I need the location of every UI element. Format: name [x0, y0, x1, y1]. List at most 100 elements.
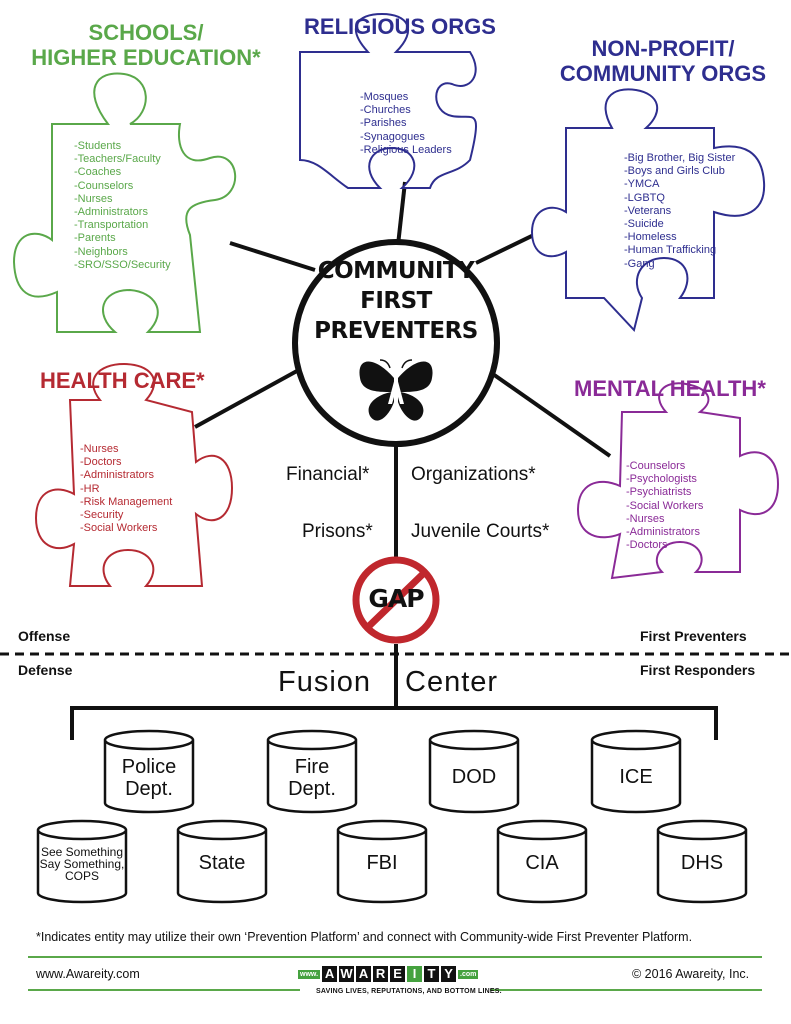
puzzle-piece-schools — [12, 72, 237, 333]
database-label-dod: DOD — [451, 766, 497, 788]
list-item: -Boys and Girls Club — [624, 165, 725, 178]
category-juvenile-courts: Juvenile Courts* — [411, 521, 550, 542]
list-item: -Administrators — [626, 526, 700, 539]
awareity-logo: www. A W A R E I T Y .com — [298, 966, 479, 982]
list-item: -Homeless — [624, 231, 677, 244]
database-label-police: Police Dept. — [105, 756, 193, 800]
center-title-line2: FIRST — [360, 288, 432, 314]
list-item: -LGBTQ — [624, 191, 665, 204]
list-item: -Synagogues — [360, 130, 425, 143]
connector-healthcare — [194, 364, 307, 429]
database-label-line: Police — [121, 756, 177, 778]
nonprofit-title-line2: COMMUNITY ORGS — [559, 61, 767, 86]
gap-no-symbol-icon — [352, 556, 440, 644]
mentalhealth-list: -Counselors -Psychologists -Psychiatrist… — [626, 460, 703, 552]
list-item: -Administrators — [74, 206, 148, 219]
database-icon-cia — [496, 819, 588, 904]
list-item: -Nurses — [626, 512, 665, 525]
gap-label: GAP — [368, 584, 424, 613]
mentalhealth-title: MENTAL HEALTH* — [574, 376, 766, 401]
list-item: -Nurses — [80, 443, 119, 455]
puzzle-piece-religious — [299, 12, 478, 189]
database-label-see-something: See Something Say Something, COPS — [38, 846, 126, 882]
database-icon-fire — [266, 729, 358, 814]
database-icon-state — [176, 819, 268, 904]
database-label-line: Fire — [294, 756, 330, 778]
list-item: -Psychologists — [626, 473, 697, 486]
list-item: -Churches — [360, 104, 411, 117]
puzzle-piece-mentalhealth — [576, 382, 780, 580]
healthcare-list: -Nurses -Doctors -Administrators -HR -Ri… — [80, 443, 172, 535]
list-item: -Nurses — [74, 192, 113, 205]
list-item: -Parents — [74, 232, 116, 245]
footer-website-link[interactable]: www.Awareity.com — [36, 967, 140, 981]
list-item: -Doctors — [626, 539, 668, 552]
list-item: -Suicide — [624, 218, 664, 231]
database-label-line: Say Something, — [39, 857, 125, 871]
butterfly-logo-icon — [359, 359, 433, 421]
list-item: -Security — [80, 509, 124, 522]
connector-religious — [396, 181, 407, 246]
healthcare-title: HEALTH CARE* — [40, 368, 205, 393]
category-financial: Financial* — [286, 464, 370, 485]
list-item: -Counselors — [74, 179, 134, 192]
database-label-ice: ICE — [619, 766, 653, 788]
schools-title: SCHOOLS/ HIGHER EDUCATION* — [20, 20, 272, 70]
list-item: -Administrators — [80, 469, 154, 482]
fusion-label-right: Center — [405, 666, 499, 698]
center-title: COMMUNITY FIRST PREVENTERS — [296, 256, 496, 346]
puzzle-piece-nonprofit — [530, 88, 766, 333]
database-icon-fbi — [336, 819, 428, 904]
nonprofit-list: -Big Brother, Big Sister -Boys and Girls… — [624, 152, 735, 271]
database-icon-see-something — [36, 819, 128, 904]
connector-schools — [229, 241, 316, 272]
footer-copyright: © 2016 Awareity, Inc. — [632, 967, 750, 981]
database-label-line: Dept. — [125, 778, 173, 800]
nonprofit-title-line1: NON-PROFIT/ — [591, 36, 735, 61]
logo-com: .com — [458, 969, 479, 979]
database-label-fire: Fire Dept. — [268, 756, 356, 800]
logo-letter: I — [407, 966, 423, 982]
fusion-label-left: Fusion — [278, 666, 372, 698]
database-icon-ice — [590, 729, 682, 814]
defense-label: Defense — [18, 662, 73, 678]
footnote: *Indicates entity may utilize their own … — [36, 930, 693, 944]
list-item: -SRO/SSO/Security — [74, 258, 171, 271]
religious-title: RELIGIOUS ORGS — [304, 14, 496, 39]
category-prisons: Prisons* — [302, 521, 373, 542]
list-item: -Transportation — [74, 219, 149, 232]
list-item: -Mosques — [360, 91, 409, 103]
list-item: -Counselors — [626, 460, 686, 472]
list-item: -Psychiatrists — [626, 486, 692, 499]
logo-letter: E — [390, 966, 406, 982]
database-label-fbi: FBI — [366, 852, 398, 874]
list-item: -YMCA — [624, 178, 660, 191]
list-item: -Religious Leaders — [360, 143, 452, 156]
category-organizations: Organizations* — [411, 464, 536, 485]
schools-list: -Students -Teachers/Faculty -Coaches -Co… — [74, 140, 171, 272]
list-item: -Teachers/Faculty — [74, 153, 161, 166]
religious-list: -Mosques -Churches -Parishes -Synagogues… — [360, 91, 452, 157]
logo-letter: A — [322, 966, 338, 982]
schools-title-line1: SCHOOLS/ — [88, 20, 204, 45]
center-circle — [292, 239, 500, 447]
nonprofit-title: NON-PROFIT/ COMMUNITY ORGS — [552, 36, 774, 86]
footer-tagline: SAVING LIVES, REPUTATIONS, AND BOTTOM LI… — [316, 988, 502, 995]
connector-mentalhealth — [488, 370, 612, 458]
database-icon-dod — [428, 729, 520, 814]
database-icon-dhs — [656, 819, 748, 904]
database-label-line: Dept. — [288, 778, 336, 800]
first-preventers-label: First Preventers — [640, 628, 747, 644]
database-icon-police — [103, 729, 195, 814]
center-title-line3: PREVENTERS — [314, 318, 478, 344]
logo-letter: W — [339, 966, 355, 982]
center-title-line1: COMMUNITY — [317, 258, 475, 284]
offense-label: Offense — [18, 628, 71, 644]
database-label-dhs: DHS — [680, 852, 724, 874]
logo-letter: T — [424, 966, 440, 982]
logo-letter: R — [373, 966, 389, 982]
database-label-line: COPS — [64, 869, 99, 883]
list-item: -Neighbors — [74, 245, 128, 258]
list-item: -Veterans — [624, 204, 672, 217]
logo-letter: A — [356, 966, 372, 982]
